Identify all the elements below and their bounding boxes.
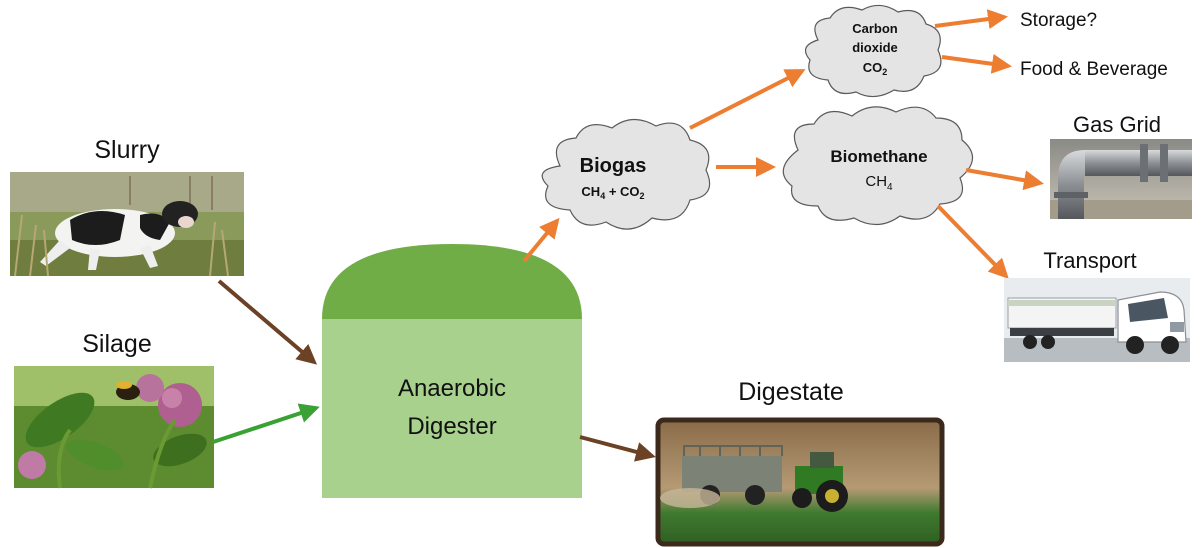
transport-label: Transport	[1043, 248, 1136, 273]
slurry-to-digester-arrow	[217, 279, 318, 365]
biogas-formula: CH4 + CO2	[581, 184, 644, 201]
biogas-to-co2-arrow	[689, 69, 806, 130]
food-beverage-label: Food & Beverage	[1020, 59, 1168, 80]
gas-grid-label: Gas Grid	[1073, 112, 1161, 137]
slurry-cow-image	[10, 172, 244, 277]
slurry-label: Slurry	[94, 136, 160, 164]
carbon-dioxide-cloud: Carbon dioxide CO2	[804, 4, 942, 98]
biomethane-formula: CH4	[865, 173, 893, 193]
biogas-cloud: Biogas CH4 + CO2	[541, 118, 711, 230]
silage-label: Silage	[82, 330, 152, 358]
silage-clover-image	[14, 366, 214, 489]
co2-to-storage-arrow	[934, 9, 1008, 29]
digester-to-digestate-arrow	[579, 435, 656, 462]
biogas-title: Biogas	[580, 155, 647, 177]
digester-label-line1: Anaerobic	[398, 375, 506, 402]
biomethane-to-gas-grid-arrow	[965, 168, 1044, 191]
silage-to-digester-arrow	[212, 403, 320, 444]
biomethane-title: Biomethane	[830, 147, 927, 166]
digester-to-biogas-arrow	[522, 217, 560, 263]
digester-label-line2: Digester	[407, 413, 496, 440]
co2-label-line2: dioxide	[852, 40, 898, 55]
anaerobic-digester: Anaerobic Digester	[322, 244, 582, 498]
digestate-label: Digestate	[738, 378, 844, 406]
co2-to-food-arrow	[941, 53, 1012, 74]
gas-grid-pipe-image	[1050, 139, 1192, 219]
digestate-tractor-image	[655, 417, 945, 547]
co2-formula: CO2	[863, 60, 888, 77]
co2-label-line1: Carbon	[852, 21, 898, 36]
biomethane-to-transport-arrow	[936, 204, 1009, 279]
biomethane-cloud: Biomethane CH4	[782, 106, 974, 226]
storage-label: Storage?	[1020, 10, 1097, 31]
transport-truck-image	[1004, 278, 1190, 362]
